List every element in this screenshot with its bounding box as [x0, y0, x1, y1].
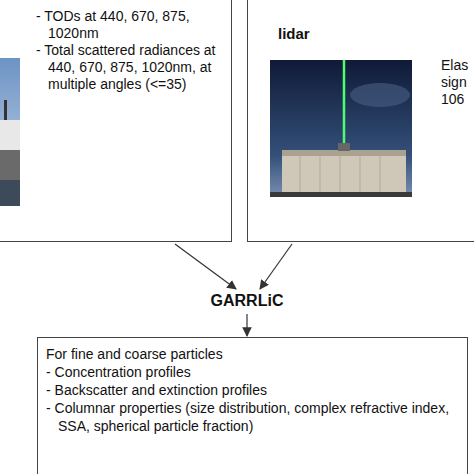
ship-photo — [0, 58, 20, 206]
list-item: - Concentration profiles — [46, 363, 459, 381]
list-item: - Backscatter and extinction profiles — [46, 381, 459, 399]
flow-arrow — [175, 244, 236, 289]
flow-arrow — [246, 314, 247, 336]
lidar-photo — [270, 60, 412, 197]
list-item: Elas sign 106 — [441, 57, 468, 108]
flow-arrow — [260, 244, 292, 289]
list-item: - TODs at 440, 670, 875, 1020nm — [36, 8, 217, 42]
input-box: lidarElas sign 106 — [247, 0, 474, 242]
list-item: - Columnar properties (size distribution… — [46, 399, 459, 435]
list-item: - Total scattered radiances at 440, 670,… — [36, 42, 217, 93]
list-item: For fine and coarse particles — [46, 345, 459, 363]
box-heading: lidar — [278, 25, 310, 42]
process-name: GARRLiC — [211, 292, 284, 310]
output-box: For fine and coarse particles- Concentra… — [37, 337, 468, 474]
input-box: - TODs at 440, 670, 875, 1020nm- Total s… — [0, 0, 232, 242]
process-label: GARRLiC — [206, 290, 289, 312]
